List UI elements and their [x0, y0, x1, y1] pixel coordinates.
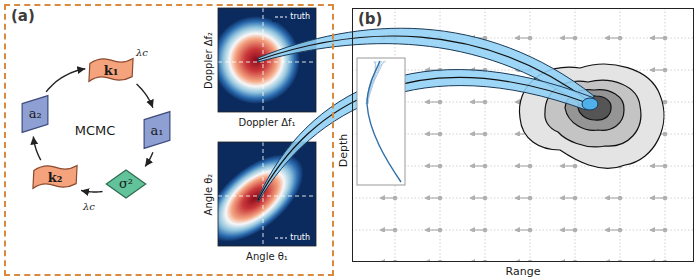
- shape-label: a₂: [29, 106, 42, 121]
- legend-sample: [275, 14, 287, 20]
- axis-label: Doppler Δf₁: [238, 117, 295, 128]
- shape-label: σ²: [119, 176, 133, 191]
- legend-item: truth: [272, 232, 313, 243]
- profile-samples: [366, 61, 386, 104]
- heatmap-frame: [218, 142, 316, 246]
- truth-line: [218, 196, 316, 197]
- node-shape: [33, 166, 77, 189]
- sound-speed-inset: [357, 58, 405, 185]
- ray-bands: [258, 28, 598, 202]
- target-spot: [582, 98, 598, 110]
- axis-label: Angle θ₂: [203, 173, 214, 215]
- cycle-title: MCMC: [75, 123, 116, 138]
- parameter-label: λc: [83, 201, 95, 212]
- node-shape: [106, 170, 145, 198]
- ray-band: [258, 70, 594, 202]
- legend-text: truth: [290, 233, 310, 242]
- cycle-arrow: [81, 190, 103, 192]
- truth-line: [218, 62, 316, 63]
- inset-frame: [357, 58, 405, 185]
- kernel-sheet: k₂: [32, 162, 78, 192]
- shape-label: k₁: [104, 63, 119, 78]
- panel-label: (a): [9, 7, 37, 25]
- current-field: [353, 9, 693, 261]
- legend-text: truth: [290, 12, 310, 21]
- panel-label: (b): [356, 10, 384, 28]
- shape-label: a₁: [151, 123, 164, 138]
- cycle-arrow: [136, 84, 152, 108]
- sound-speed-profile: [367, 61, 401, 182]
- posterior-blob: [218, 142, 316, 246]
- amplitude-box: a₁: [143, 110, 171, 150]
- axis-label: Angle θ₁: [246, 251, 288, 262]
- axis-label: Doppler Δf₂: [203, 31, 214, 88]
- node-shape: [144, 112, 170, 149]
- node-shape: [89, 59, 133, 82]
- cycle-arrow: [33, 136, 40, 160]
- shape-label: k₂: [48, 170, 63, 185]
- axis-label: Depth: [337, 133, 350, 167]
- legend-item: truth: [272, 11, 313, 22]
- noise-diamond: σ²: [105, 169, 147, 199]
- legend-sample: [275, 235, 287, 241]
- ray-line: [258, 78, 590, 200]
- cycle-arrow: [145, 152, 153, 166]
- node-shape: [22, 96, 48, 133]
- grid-arrows: [353, 9, 693, 261]
- parameter-label: λc: [136, 47, 148, 58]
- cycle-arrow: [46, 69, 85, 92]
- axis-label: Range: [506, 265, 541, 278]
- panel-frame: (b): [352, 8, 694, 262]
- amplitude-box: a₂: [21, 94, 49, 134]
- angle-heatmap: [191, 138, 318, 259]
- kernel-sheet: k₁: [88, 55, 134, 85]
